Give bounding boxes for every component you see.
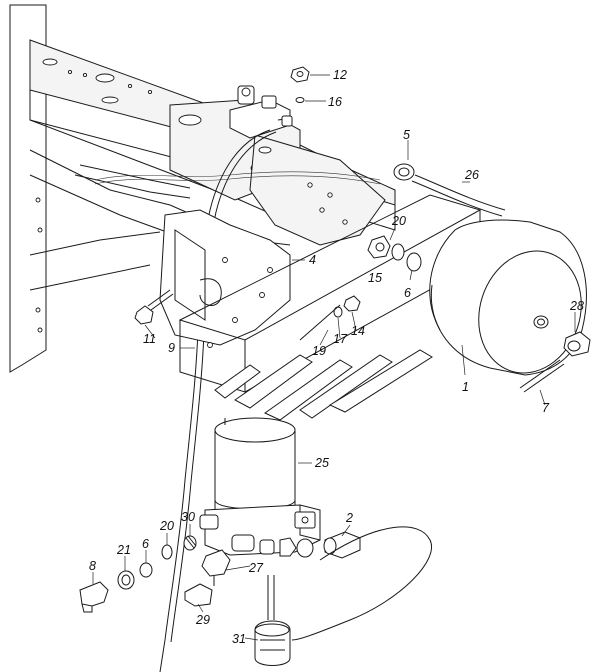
label-9: 9 <box>168 341 175 355</box>
label-20-top: 20 <box>391 214 406 228</box>
label-12: 12 <box>333 68 347 82</box>
bolt-11 <box>134 289 174 325</box>
silencer-31 <box>254 575 291 666</box>
label-25: 25 <box>314 456 329 470</box>
label-15: 15 <box>368 271 382 285</box>
nut-12 <box>290 66 310 83</box>
air-tank <box>429 219 587 376</box>
label-20-bottom: 20 <box>159 519 174 533</box>
label-27: 27 <box>248 561 264 575</box>
fitting-21 <box>117 570 135 590</box>
fitting-15 <box>367 235 391 259</box>
part-labels: 12 16 5 26 20 15 6 28 4 11 9 19 17 14 1 … <box>89 68 584 646</box>
label-14: 14 <box>351 324 365 338</box>
fitting-29 <box>184 583 213 607</box>
stud-19 <box>299 304 341 341</box>
valve-fitting-top <box>229 85 293 139</box>
label-8: 8 <box>89 559 96 573</box>
label-1: 1 <box>462 380 469 394</box>
washer-16 <box>295 97 305 103</box>
tee-27 <box>201 549 231 586</box>
label-5: 5 <box>403 128 410 142</box>
pipe-26 <box>411 174 506 217</box>
label-17: 17 <box>333 332 348 346</box>
label-2: 2 <box>345 511 353 525</box>
label-6-bottom: 6 <box>142 537 149 551</box>
seal-6-bottom <box>139 562 153 578</box>
label-4: 4 <box>309 253 316 267</box>
leader-lines <box>92 74 576 641</box>
air-dryer <box>199 417 321 558</box>
fitting-28 <box>563 331 591 357</box>
grommet-5 <box>393 163 415 181</box>
label-29: 29 <box>195 613 210 627</box>
label-28: 28 <box>569 299 584 313</box>
label-30: 30 <box>181 510 195 524</box>
washer-17 <box>333 306 343 318</box>
label-19: 19 <box>312 344 326 358</box>
label-11: 11 <box>143 332 156 346</box>
label-31: 31 <box>232 632 246 646</box>
label-26: 26 <box>464 168 479 182</box>
label-21: 21 <box>116 543 131 557</box>
pipe-7 <box>519 359 565 393</box>
ring-20-bottom <box>161 544 173 560</box>
ring-20-top <box>391 243 405 261</box>
label-6-top: 6 <box>404 286 411 300</box>
label-16: 16 <box>328 95 342 109</box>
mounting-bracket <box>159 209 291 348</box>
nut-14 <box>343 295 361 312</box>
fitting-30 <box>183 535 197 551</box>
logo-emblem <box>214 349 433 421</box>
lower-pipe <box>159 526 432 672</box>
elbow-8 <box>79 581 109 613</box>
label-7: 7 <box>542 401 550 415</box>
seal-6-top <box>406 252 422 272</box>
